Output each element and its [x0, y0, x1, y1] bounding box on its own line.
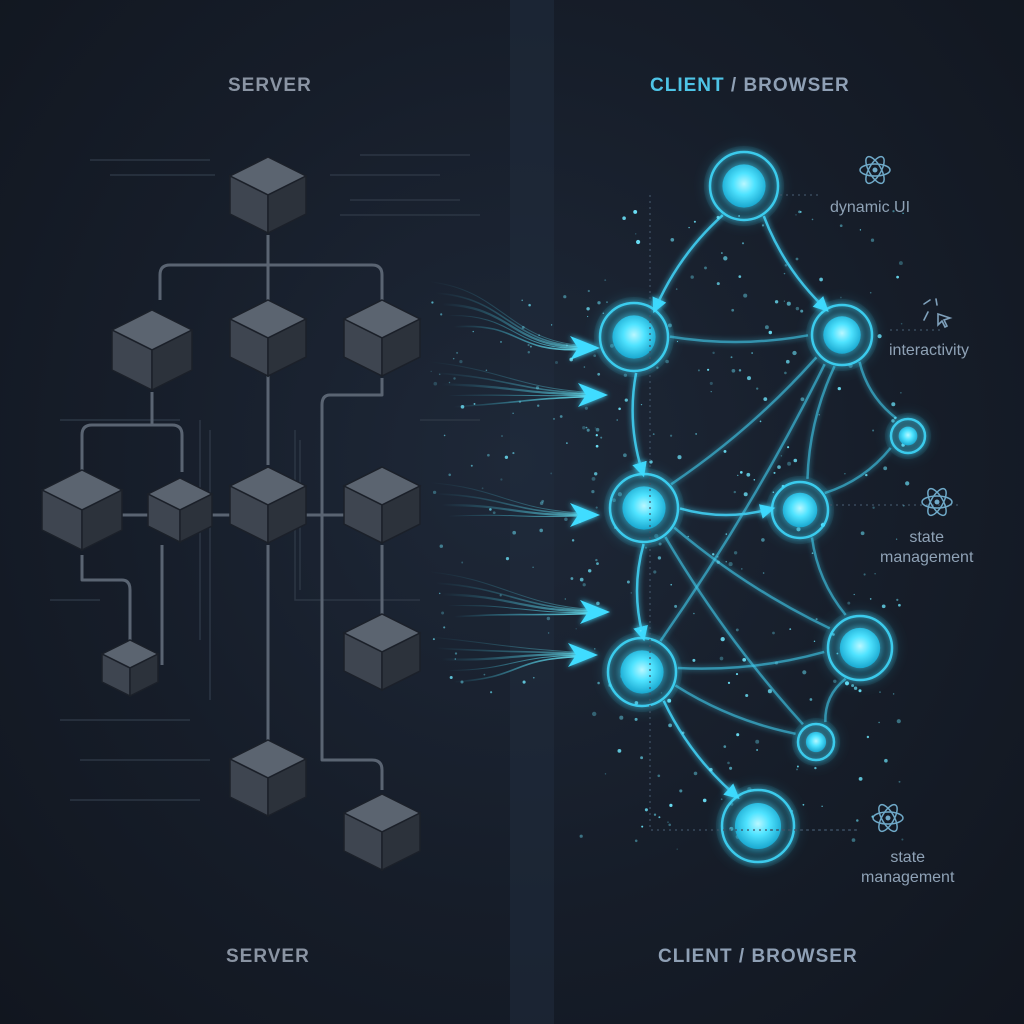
client-node	[704, 146, 784, 226]
server-cube	[228, 299, 308, 378]
server-cube	[110, 309, 194, 392]
client-node	[594, 297, 674, 377]
server-tree-lines	[80, 235, 384, 790]
server-cube	[100, 639, 160, 698]
client-label-bottom: CLIENT / BROWSER	[658, 946, 858, 967]
client-node	[822, 610, 898, 686]
network-edge	[673, 526, 831, 630]
interactivity-annotation: interactivity	[889, 342, 970, 359]
network-edge	[631, 372, 647, 478]
network-edge	[762, 215, 829, 312]
state-management-2-line2: management	[861, 869, 955, 886]
state-management-annotation-1: state management	[880, 528, 973, 568]
state-management-1-line1: state	[909, 529, 945, 546]
client-node	[602, 632, 682, 712]
network-edge	[674, 684, 796, 736]
server-label-bottom: SERVER	[226, 946, 310, 967]
annotation-guides	[649, 194, 960, 831]
network-edge	[664, 536, 804, 726]
server-cube	[342, 299, 422, 378]
state-management-2-line1: state	[890, 849, 926, 866]
network-edge	[670, 356, 818, 486]
client-network-edges	[631, 214, 898, 800]
state-management-1-line2: management	[880, 549, 974, 566]
client-node	[716, 784, 800, 868]
react-atom-icon	[872, 803, 904, 833]
network-edge	[652, 214, 724, 314]
network-edge	[824, 447, 892, 495]
client-node	[766, 476, 834, 544]
data-streams	[429, 281, 610, 683]
network-edge	[669, 334, 809, 344]
cursor-click-icon	[923, 298, 953, 329]
react-atom-icon	[921, 487, 953, 517]
server-cube	[228, 156, 308, 235]
server-cube	[342, 793, 422, 872]
client-nodes	[594, 146, 931, 868]
network-edge	[858, 361, 898, 420]
server-cube	[342, 613, 422, 692]
client-label-rest: / BROWSER	[724, 75, 850, 96]
client-node	[792, 718, 840, 766]
server-cube	[342, 466, 422, 545]
network-edge	[824, 677, 847, 723]
client-node	[604, 468, 684, 548]
server-cube	[228, 739, 308, 818]
network-edge	[806, 365, 836, 479]
client-node	[885, 413, 931, 459]
network-edge	[810, 537, 847, 616]
react-atom-icon	[859, 155, 891, 185]
server-label-top: SERVER	[228, 75, 312, 96]
server-cubes	[40, 156, 422, 872]
network-edge	[662, 700, 740, 800]
server-cube	[40, 469, 124, 552]
network-edge	[679, 504, 776, 519]
network-edge	[633, 543, 648, 642]
client-node	[806, 299, 878, 371]
server-cube	[146, 477, 214, 544]
client-label-top: CLIENT / BROWSER	[650, 75, 850, 97]
network-edge	[677, 650, 825, 670]
dynamic-ui-annotation: dynamic UI	[830, 199, 911, 216]
server-cube	[228, 466, 308, 545]
client-label-accent: CLIENT	[650, 75, 725, 96]
state-management-annotation-2: state management	[861, 848, 954, 888]
network-edge	[659, 363, 826, 642]
